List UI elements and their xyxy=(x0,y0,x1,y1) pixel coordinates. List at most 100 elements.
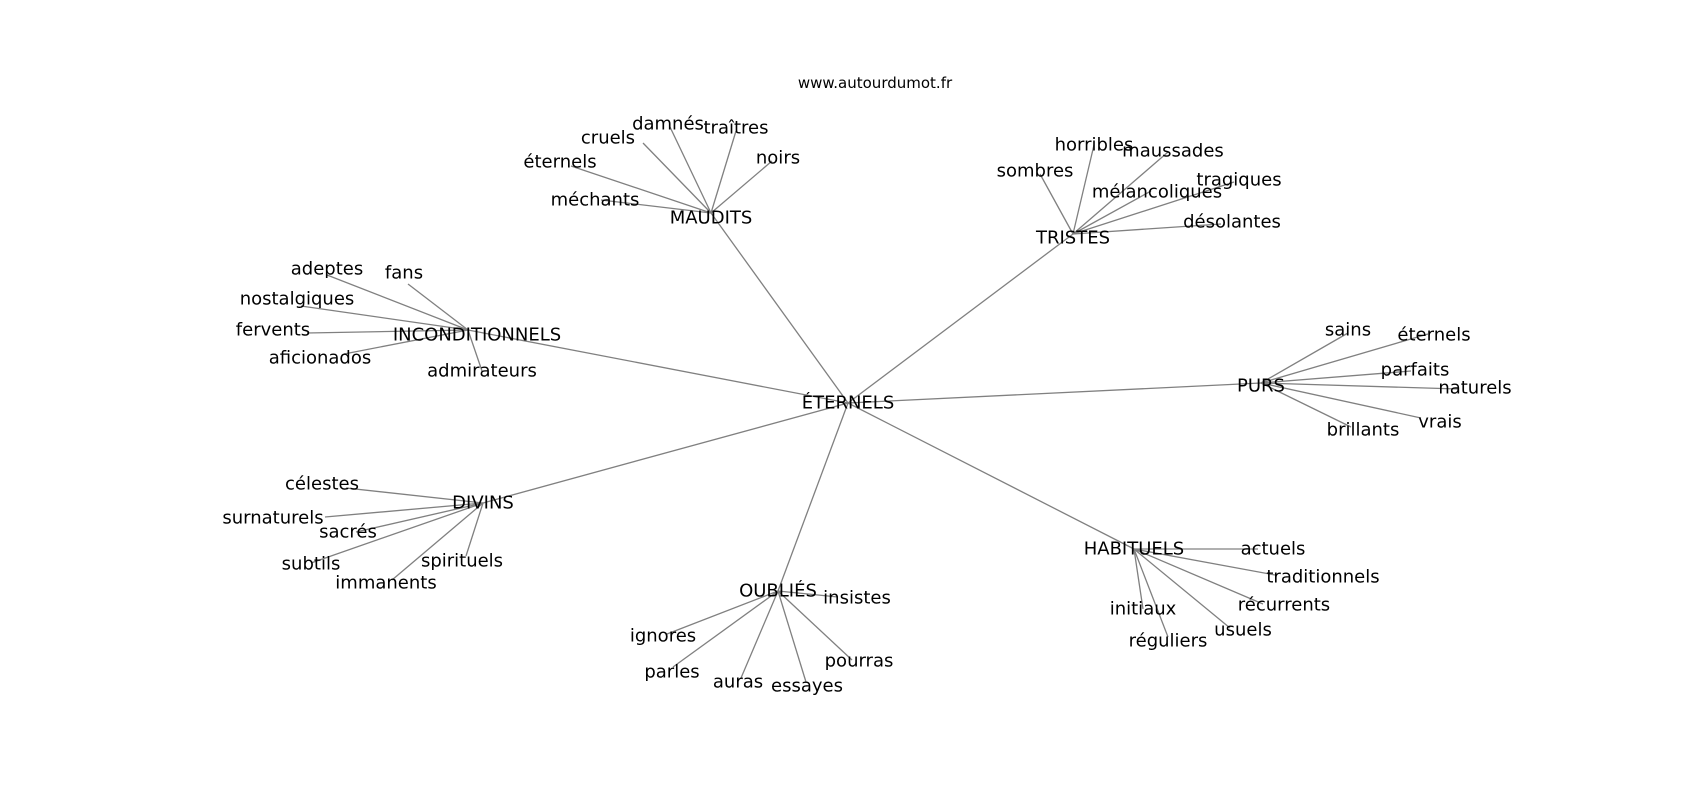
edge-habituels-initiaux xyxy=(1133,548,1144,610)
edge-root-inconditionnels xyxy=(467,329,849,404)
edge-oublies-pourras xyxy=(777,590,853,661)
edge-divins-subtils xyxy=(310,502,484,564)
word-node-noirs[interactable]: noirs xyxy=(756,148,800,169)
edge-tristes-melancoliques xyxy=(1072,190,1152,235)
edge-oublies-ignores xyxy=(666,590,779,635)
edge-maudits-noirs xyxy=(710,160,773,214)
word-node-cruels[interactable]: cruels xyxy=(581,128,635,149)
word-node-traitres[interactable]: traîtres xyxy=(703,118,768,139)
word-node-essayes[interactable]: essayes xyxy=(771,676,843,697)
word-node-spirituels[interactable]: spirituels xyxy=(421,551,503,572)
word-node-maussades[interactable]: maussades xyxy=(1122,141,1224,162)
edge-maudits-damnes xyxy=(669,126,712,214)
group-node-habituels[interactable]: HABITUELS xyxy=(1084,539,1185,560)
edge-oublies-essayes xyxy=(777,590,807,683)
group-node-tristes[interactable]: TRISTES xyxy=(1035,228,1110,249)
edge-oublies-insistes xyxy=(777,590,839,598)
edge-divins-spirituels xyxy=(465,502,484,557)
edge-habituels-recurrents xyxy=(1133,548,1264,605)
edge-tristes-desolantes xyxy=(1072,223,1222,235)
word-node-reguliers[interactable]: réguliers xyxy=(1129,631,1208,652)
word-node-horribles[interactable]: horribles xyxy=(1055,135,1134,156)
word-node-parles[interactable]: parles xyxy=(644,662,699,683)
edges-layer xyxy=(300,126,1459,683)
edge-inconditionnels-adeptes xyxy=(326,274,469,331)
word-node-sombres[interactable]: sombres xyxy=(997,161,1074,182)
edge-habituels-traditionnels xyxy=(1133,548,1276,576)
edge-divins-immanents xyxy=(391,502,484,581)
word-node-subtils[interactable]: subtils xyxy=(282,554,341,575)
edge-root-habituels xyxy=(847,402,1135,550)
edge-habituels-usuels xyxy=(1133,548,1231,629)
word-node-naturels[interactable]: naturels xyxy=(1438,378,1511,399)
edge-purs-eternels xyxy=(1260,333,1429,384)
word-node-recurrents[interactable]: récurrents xyxy=(1238,595,1330,616)
word-node-eternels[interactable]: éternels xyxy=(1397,325,1470,346)
word-node-mechants[interactable]: méchants xyxy=(551,190,640,211)
site-url: www.autourdumot.fr xyxy=(798,74,953,92)
word-node-damnes[interactable]: damnés xyxy=(632,114,704,135)
edge-purs-vrais xyxy=(1260,382,1422,419)
root-node-label[interactable]: ÉTERNELS xyxy=(802,392,895,414)
word-node-tragiques[interactable]: tragiques xyxy=(1196,170,1281,191)
group-node-divins[interactable]: DIVINS xyxy=(452,493,514,514)
edge-maudits-cruels xyxy=(642,142,712,214)
edge-tristes-tragiques xyxy=(1072,181,1235,235)
word-node-celestes[interactable]: célestes xyxy=(285,474,359,495)
group-node-purs[interactable]: PURS xyxy=(1237,376,1285,397)
word-node-pourras[interactable]: pourras xyxy=(825,651,894,672)
edge-inconditionnels-fans xyxy=(407,283,469,331)
edge-oublies-parles xyxy=(672,590,779,668)
word-node-fervents[interactable]: fervents xyxy=(236,320,310,341)
word-node-traditionnels[interactable]: traditionnels xyxy=(1266,567,1379,588)
edge-inconditionnels-admirateurs xyxy=(467,329,483,372)
word-node-ignores[interactable]: ignores xyxy=(630,626,696,647)
word-node-actuels[interactable]: actuels xyxy=(1241,539,1306,560)
edge-tristes-maussades xyxy=(1072,151,1169,235)
edge-root-tristes xyxy=(847,233,1074,404)
edge-maudits-mechants xyxy=(600,199,712,214)
word-node-admirateurs[interactable]: admirateurs xyxy=(427,361,537,382)
word-node-vrais[interactable]: vrais xyxy=(1418,412,1461,433)
edge-inconditionnels-aficionados xyxy=(343,329,469,355)
edge-purs-brillants xyxy=(1260,382,1352,428)
edge-inconditionnels-nostalgiques xyxy=(300,305,469,331)
word-node-initiaux[interactable]: initiaux xyxy=(1110,599,1177,620)
edge-root-maudits xyxy=(710,212,849,404)
word-node-adeptes[interactable]: adeptes xyxy=(291,259,363,280)
edge-inconditionnels-fervents xyxy=(306,329,469,334)
word-node-surnaturels[interactable]: surnaturels xyxy=(222,508,323,529)
group-node-inconditionnels[interactable]: INCONDITIONNELS xyxy=(393,325,561,346)
edge-purs-sains xyxy=(1260,332,1349,384)
edge-divins-sacres xyxy=(355,502,484,533)
word-node-fans[interactable]: fans xyxy=(385,263,423,284)
word-node-aficionados[interactable]: aficionados xyxy=(269,348,372,369)
edge-tristes-sombres xyxy=(1039,173,1074,235)
word-node-insistes[interactable]: insistes xyxy=(823,588,891,609)
edge-oublies-auras xyxy=(740,590,779,679)
word-node-usuels[interactable]: usuels xyxy=(1214,620,1272,641)
word-node-desolantes[interactable]: désolantes xyxy=(1183,212,1281,233)
edge-divins-celestes xyxy=(345,487,484,504)
edge-root-purs xyxy=(847,382,1262,404)
word-node-melancoliques[interactable]: mélancoliques xyxy=(1092,182,1222,203)
word-node-nostalgiques[interactable]: nostalgiques xyxy=(240,289,355,310)
word-node-auras[interactable]: auras xyxy=(713,672,763,693)
group-node-oublies[interactable]: OUBLIÉS xyxy=(739,580,817,602)
word-node-sacres[interactable]: sacrés xyxy=(319,522,377,543)
edge-habituels-reguliers xyxy=(1133,548,1169,638)
group-node-maudits[interactable]: MAUDITS xyxy=(670,208,753,229)
edge-maudits-eternels xyxy=(570,165,712,214)
edge-root-oublies xyxy=(777,402,849,592)
word-node-sains[interactable]: sains xyxy=(1325,320,1371,341)
word-node-brillants[interactable]: brillants xyxy=(1327,420,1400,441)
word-node-parfaits[interactable]: parfaits xyxy=(1381,360,1450,381)
edge-purs-parfaits xyxy=(1260,370,1412,384)
edge-maudits-traitres xyxy=(710,130,737,214)
word-node-eternels[interactable]: éternels xyxy=(523,152,596,173)
edge-purs-naturels xyxy=(1260,382,1459,390)
word-node-immanents[interactable]: immanents xyxy=(335,573,436,594)
edge-root-divins xyxy=(482,402,849,504)
